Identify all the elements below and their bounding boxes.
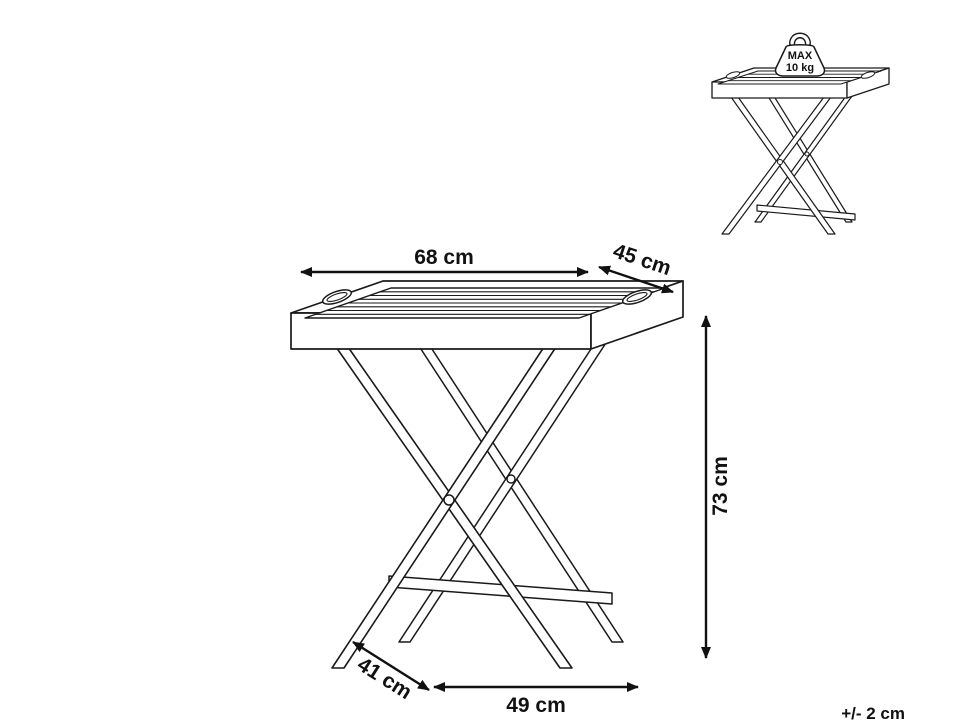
tray-slats [315,291,655,315]
tolerance-note: +/- 2 cm [841,704,905,723]
tray-handle-left [321,289,353,305]
front-leg-pivot [443,494,455,506]
dimension-top-width: 68 cm [300,246,589,277]
table-tray [290,280,684,350]
dimension-label-height: 73 cm [709,456,732,516]
inset-tray-handles [725,71,876,79]
dimension-label-base-width: 49 cm [506,694,566,717]
inset-front-legs [721,96,836,235]
dimension-label-top-width: 68 cm [414,246,474,269]
weight-body [774,44,826,77]
back-leg-pivot [506,474,516,484]
main-table-drawing [290,280,684,669]
dimension-base-width: 49 cm [433,682,639,717]
inset-capacity-drawing: MAX 10 kg [711,32,890,235]
inset-stretcher-bar [756,204,856,221]
dimension-height: 73 cm [701,315,732,659]
inset-tray [711,67,890,99]
max-weight-icon: MAX 10 kg [774,32,826,77]
max-weight-label-line1: MAX [788,50,813,62]
max-weight-label-line2: 10 kg [786,62,814,74]
dimension-base-depth: 41 cm [352,640,430,704]
